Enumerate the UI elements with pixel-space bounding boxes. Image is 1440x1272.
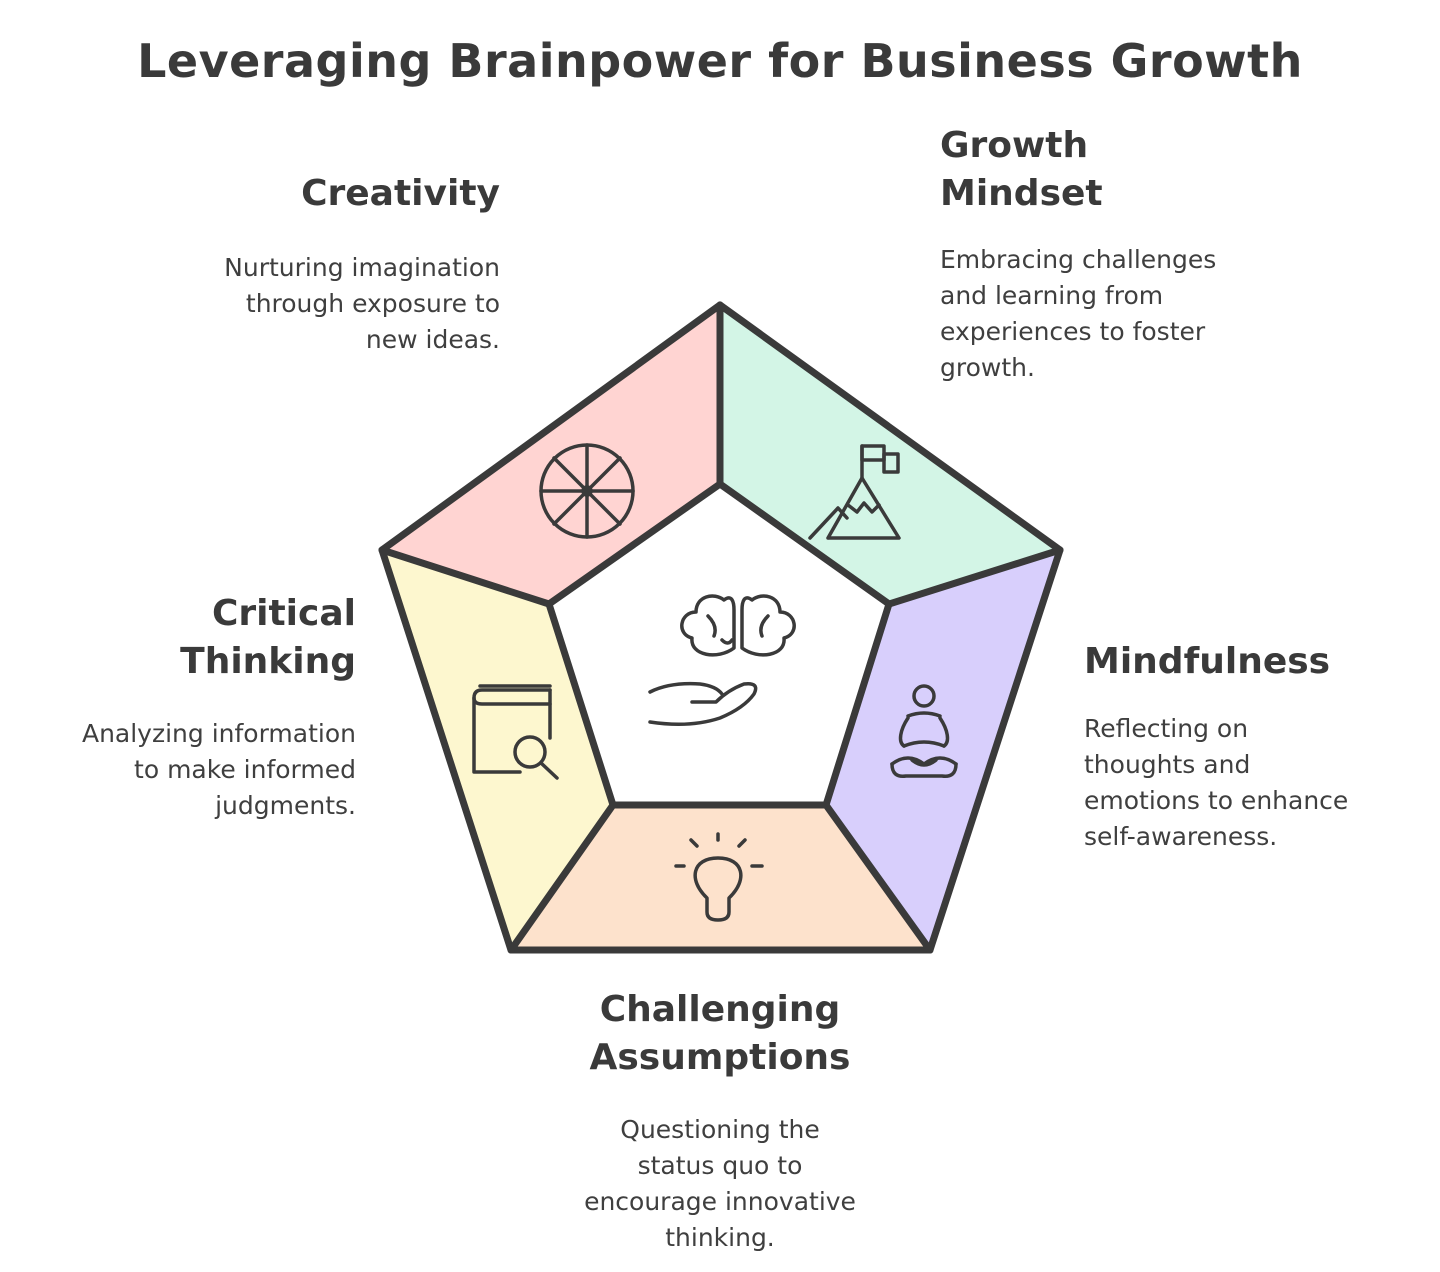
pentagon-outline — [378, 301, 1064, 954]
creativity-description: Nurturing imagination through exposure t… — [224, 253, 500, 354]
mountain-flag-icon — [808, 444, 901, 540]
growth-mindset-heading: Growth Mindset — [940, 125, 1103, 214]
segment-creativity — [382, 305, 720, 604]
center-pentagon — [549, 484, 889, 805]
segment-mindfulness — [826, 550, 1060, 950]
critical-thinking-block: Critical Thinking Analyzing information … — [20, 590, 356, 824]
growth-mindset-block: Growth Mindset Embracing challenges and … — [940, 122, 1360, 386]
diagram-title: Leveraging Brainpower for Business Growt… — [137, 34, 1303, 88]
brain-hand-icon — [648, 594, 796, 726]
critical-thinking-heading: Critical Thinking — [180, 593, 356, 682]
lightbulb-icon — [674, 832, 764, 922]
meditation-icon — [890, 684, 958, 778]
mindfulness-description: Reflecting on thoughts and emotions to e… — [1084, 714, 1349, 851]
book-magnifier-icon — [472, 684, 559, 780]
challenging-assumptions-description: Questioning the status quo to encourage … — [584, 1115, 856, 1252]
segment-challenging-assumptions — [511, 805, 930, 950]
mindfulness-block: Mindfulness Reflecting on thoughts and e… — [1084, 638, 1424, 855]
mindfulness-heading: Mindfulness — [1084, 641, 1331, 682]
critical-thinking-description: Analyzing information to make informed j… — [81, 719, 356, 820]
wheel-icon — [539, 443, 635, 539]
challenging-assumptions-heading: Challenging Assumptions — [589, 989, 851, 1078]
growth-mindset-description: Embracing challenges and learning from e… — [940, 245, 1217, 382]
challenging-assumptions-block: Challenging Assumptions Questioning the … — [520, 986, 920, 1256]
creativity-heading: Creativity — [301, 173, 500, 214]
creativity-block: Creativity Nurturing imagination through… — [100, 170, 500, 358]
segment-critical-thinking — [382, 550, 613, 950]
